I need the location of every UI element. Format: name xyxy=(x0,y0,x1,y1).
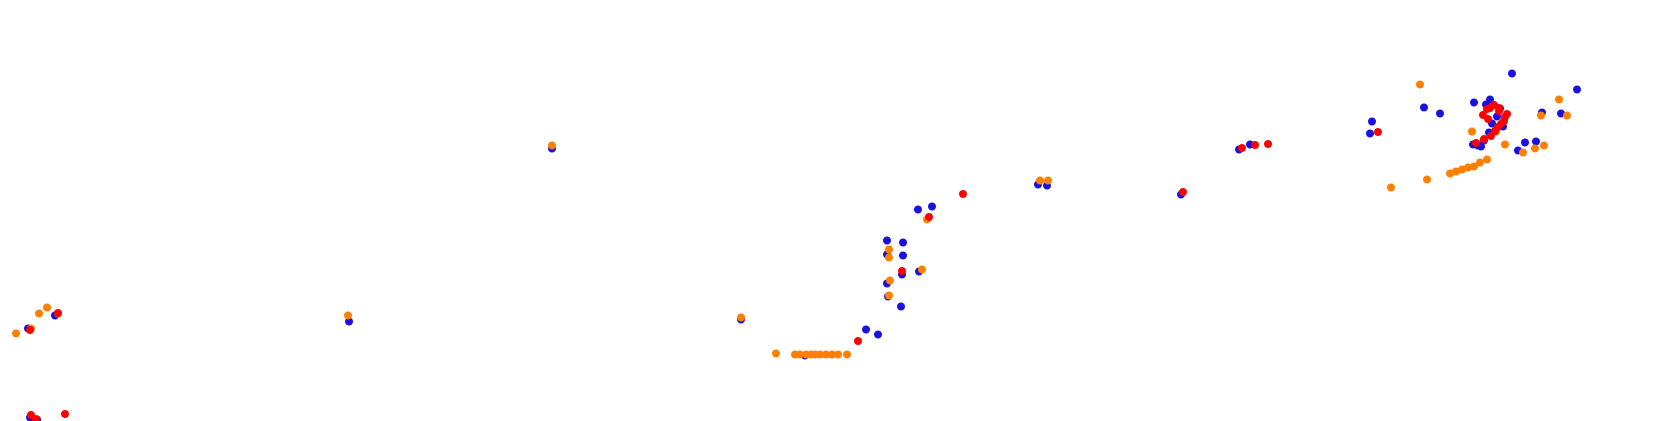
data-point xyxy=(1436,109,1444,118)
data-point xyxy=(1521,138,1529,147)
data-point xyxy=(899,238,907,247)
data-point xyxy=(1472,139,1480,147)
data-point xyxy=(1036,176,1044,185)
data-point xyxy=(1416,80,1424,89)
data-point xyxy=(1555,95,1563,104)
data-point xyxy=(345,317,353,326)
data-point xyxy=(1503,110,1511,118)
data-point xyxy=(1540,141,1548,150)
data-point xyxy=(843,350,851,359)
data-point xyxy=(1532,137,1540,146)
data-point xyxy=(1470,162,1478,171)
data-point xyxy=(1387,183,1395,192)
data-point xyxy=(1531,144,1539,153)
series-0 xyxy=(24,69,1581,421)
data-point xyxy=(1179,188,1187,196)
data-point xyxy=(1366,129,1374,138)
data-point xyxy=(54,309,62,317)
data-point xyxy=(1423,175,1431,184)
data-point xyxy=(43,303,51,312)
data-point xyxy=(1374,128,1382,136)
data-point xyxy=(925,213,933,221)
data-point xyxy=(772,349,780,358)
data-point xyxy=(898,267,906,275)
data-point xyxy=(1508,69,1516,78)
data-point xyxy=(928,202,936,211)
data-point xyxy=(885,291,893,300)
data-point xyxy=(1470,98,1478,107)
data-point xyxy=(862,325,870,334)
data-point xyxy=(883,236,891,245)
data-point xyxy=(35,309,43,318)
data-point xyxy=(1420,103,1428,112)
data-point xyxy=(914,205,922,214)
data-point xyxy=(885,245,893,254)
data-points xyxy=(12,69,1581,421)
data-point xyxy=(1483,155,1491,164)
data-point xyxy=(1537,111,1545,120)
data-point xyxy=(1368,117,1376,126)
data-point xyxy=(1484,115,1492,123)
data-point xyxy=(737,313,745,322)
data-point xyxy=(26,326,34,334)
data-point xyxy=(12,329,20,338)
data-point xyxy=(1468,127,1476,136)
data-point xyxy=(1251,141,1259,149)
data-point xyxy=(796,350,804,359)
data-point xyxy=(1573,85,1581,94)
data-point xyxy=(548,141,556,150)
data-point xyxy=(1464,163,1472,172)
data-point xyxy=(344,311,352,320)
data-point xyxy=(897,302,905,311)
data-point xyxy=(27,411,35,419)
series-1 xyxy=(12,80,1571,359)
data-point xyxy=(1238,144,1246,152)
data-point xyxy=(854,337,862,345)
data-point xyxy=(1563,111,1571,120)
data-point xyxy=(874,330,882,339)
data-point xyxy=(834,350,842,359)
data-point xyxy=(959,190,967,198)
data-point xyxy=(816,350,824,359)
data-point xyxy=(1476,158,1484,167)
data-point xyxy=(822,350,830,359)
data-point xyxy=(1501,140,1509,149)
series-2 xyxy=(26,101,1511,421)
data-point xyxy=(886,276,894,285)
data-point xyxy=(1495,104,1503,112)
data-point xyxy=(1480,135,1488,143)
data-point xyxy=(899,251,907,260)
data-point xyxy=(1486,104,1494,112)
data-point xyxy=(828,350,836,359)
data-point xyxy=(1264,140,1272,148)
data-point xyxy=(918,265,926,274)
data-point xyxy=(885,253,893,262)
data-point xyxy=(1519,148,1527,157)
data-point xyxy=(61,410,69,418)
data-point xyxy=(1044,176,1052,185)
data-point xyxy=(1486,95,1494,104)
